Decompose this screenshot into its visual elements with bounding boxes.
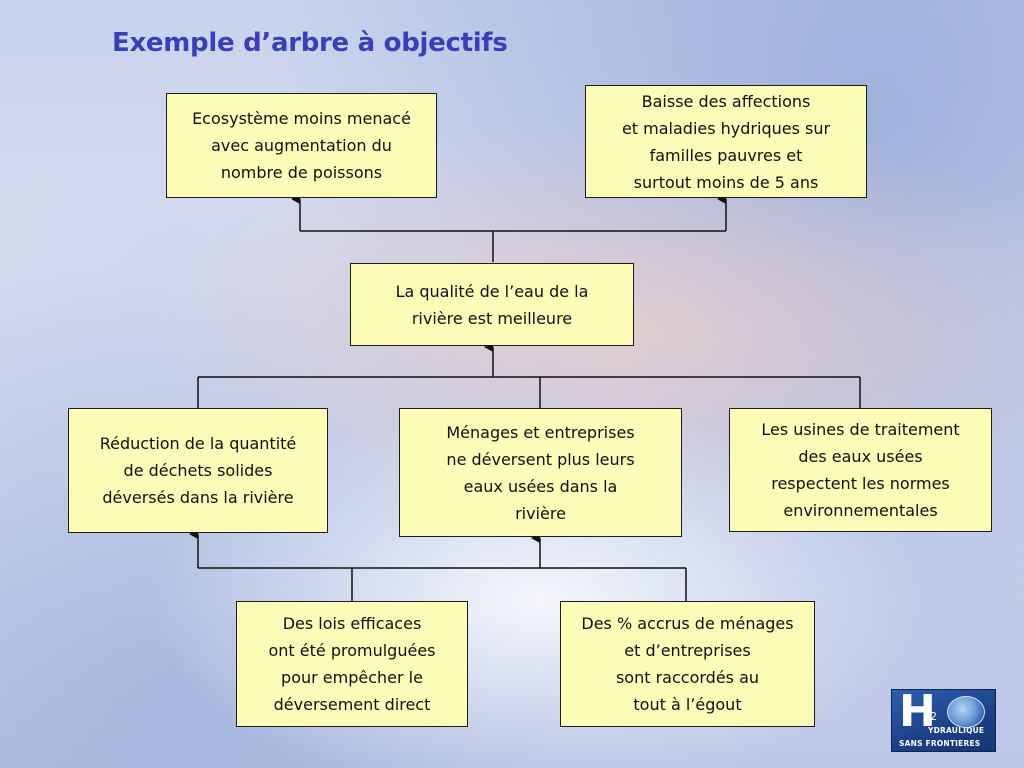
box-reduction: Réduction de la quantité de déchets soli…	[68, 408, 328, 533]
logo-line1: YDRAULIQUE	[928, 726, 985, 735]
box-pourcentage: Des % accrus de ménages et d’entreprises…	[560, 601, 815, 727]
box-lois: Des lois efficaces ont été promulguées p…	[236, 601, 468, 727]
box-affections-text: Baisse des affections et maladies hydriq…	[621, 91, 831, 192]
box-qualite-text: La qualité de l’eau de la rivière est me…	[395, 281, 589, 328]
globe-icon	[947, 696, 985, 728]
box-ecosysteme: Ecosystème moins menacé avec augmentatio…	[166, 93, 437, 198]
box-ecosysteme-text: Ecosystème moins menacé avec augmentatio…	[192, 109, 411, 182]
logo-hydraulique-sans-frontieres: H 2 YDRAULIQUE SANS FRONTIERES	[891, 689, 996, 752]
logo-line2: SANS FRONTIERES	[899, 739, 981, 748]
box-qualite: La qualité de l’eau de la rivière est me…	[350, 263, 634, 346]
box-usines-text: Les usines de traitement des eaux usées …	[761, 420, 960, 520]
box-lois-text: Des lois efficaces ont été promulguées p…	[268, 614, 436, 714]
box-usines: Les usines de traitement des eaux usées …	[729, 408, 992, 532]
box-menages: Ménages et entreprises ne déversent plus…	[399, 408, 682, 537]
page-title: Exemple d’arbre à objectifs	[112, 28, 508, 58]
box-reduction-text: Réduction de la quantité de déchets soli…	[99, 434, 297, 507]
logo-superscript: 2	[930, 710, 937, 723]
logo-letter: H	[899, 689, 936, 737]
box-pourcentage-text: Des % accrus de ménages et d’entreprises…	[581, 614, 794, 714]
box-menages-text: Ménages et entreprises ne déversent plus…	[446, 422, 635, 523]
box-affections: Baisse des affections et maladies hydriq…	[585, 85, 867, 198]
